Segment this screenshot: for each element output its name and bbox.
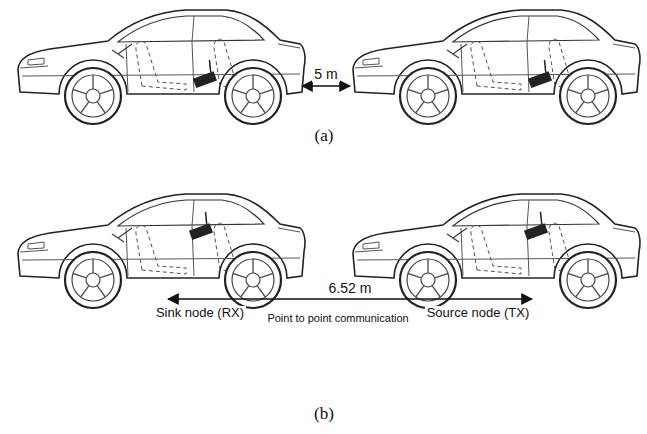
subfigure-label: (b) <box>312 404 336 424</box>
wireless-device <box>520 212 548 240</box>
node-label: Sink node (RX) <box>154 306 246 321</box>
wireless-device <box>185 212 213 240</box>
car-a-right <box>353 10 640 124</box>
wireless-device <box>189 60 217 88</box>
car-b-left <box>18 194 305 308</box>
car-a-left <box>18 10 305 124</box>
distance-arrow <box>302 85 350 87</box>
wireless-device <box>524 60 552 88</box>
distance-arrow <box>168 298 532 300</box>
dimension-label: 6.52 m <box>327 280 374 296</box>
link-label: Point to point communication <box>265 312 410 325</box>
car-b-right <box>353 194 640 308</box>
node-label: Source node (TX) <box>425 306 532 321</box>
dimension-label: 5 m <box>312 66 339 82</box>
subfigure-label: (a) <box>313 126 336 146</box>
